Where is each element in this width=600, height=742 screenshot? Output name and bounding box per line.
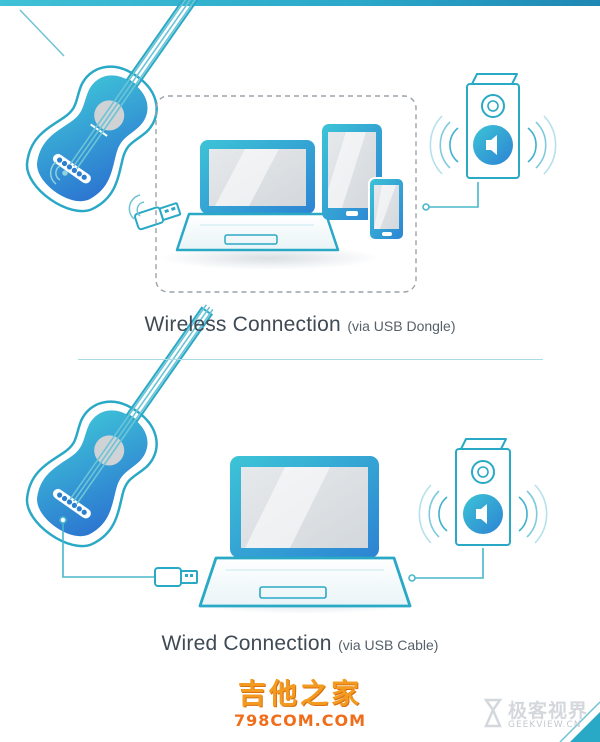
usb-cable-icon [154, 567, 198, 587]
audio-cable-line [412, 548, 484, 579]
section-divider [78, 359, 543, 360]
wired-title: Wired Connection [161, 632, 332, 655]
tablet-icon [322, 124, 382, 220]
top-accent-bar [0, 0, 600, 6]
sound-waves-icon [418, 484, 548, 544]
guitar-icon [25, 304, 214, 548]
corner-accent [570, 712, 600, 742]
wired-caption: Wired Connection (via USB Cable) [0, 632, 600, 656]
laptop-icon [198, 456, 412, 608]
watermark-site-name: 吉他之家 [237, 677, 362, 710]
wireless-subtitle: (via USB Dongle) [347, 318, 456, 334]
sound-waves-icon [429, 115, 557, 175]
audio-cable-line [426, 182, 479, 208]
dongle-signal-icon [128, 194, 145, 220]
corner-line [19, 9, 65, 57]
phone-icon [368, 177, 405, 241]
wireless-signal-icon [49, 161, 68, 185]
wireless-caption: Wireless Connection (via USB Dongle) [0, 313, 600, 337]
wired-section [25, 304, 548, 614]
guitar-icon [25, 0, 214, 213]
speaker-icon [455, 438, 511, 546]
usb-dongle-icon [133, 202, 182, 231]
wireless-section [25, 0, 557, 293]
geekview-logo-cn: 极客视界 [508, 700, 589, 722]
geekview-logo-en: GEEKVIEW.CN [508, 720, 582, 730]
wireless-title: Wireless Connection [144, 313, 341, 336]
wireless-devices-group [155, 95, 417, 293]
geekview-mark-icon [483, 698, 503, 728]
laptop-icon [175, 140, 340, 252]
geekview-logo: 极客视界 GEEKVIEW.CN [482, 694, 592, 738]
wired-subtitle: (via USB Cable) [338, 637, 439, 653]
usb-cable-line [62, 520, 158, 578]
speaker-icon [466, 73, 520, 179]
watermark-site-url: 798COM.COM [233, 711, 366, 730]
